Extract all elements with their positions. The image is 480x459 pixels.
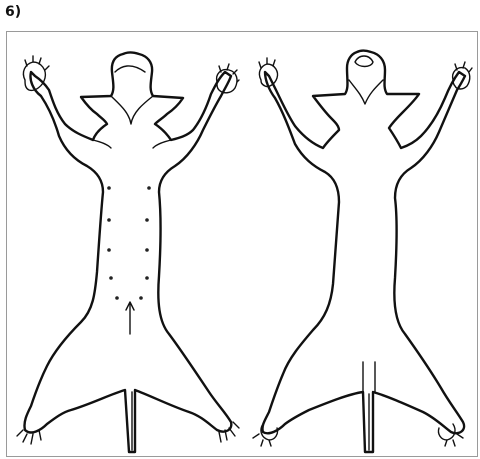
- nipple-mark: [107, 248, 111, 252]
- ventral-head-fold: [115, 66, 145, 72]
- nipple-mark: [139, 296, 143, 300]
- panel-label: 6): [5, 4, 21, 20]
- dorsal-right-forepaw-toes: [455, 62, 472, 72]
- nipple-mark: [109, 276, 113, 280]
- ventral-neck-fold: [111, 96, 153, 124]
- ventral-shoulder-fold-left: [93, 140, 111, 148]
- dorsal-left-hindpaw: [253, 424, 278, 446]
- nipple-mark: [145, 276, 149, 280]
- dorsal-left-forepaw-toes: [259, 58, 275, 68]
- ventral-pelt-drawing: [11, 32, 239, 456]
- ventral-shoulder-fold-right: [153, 140, 171, 148]
- dorsal-pelt-drawing: [245, 32, 473, 456]
- dorsal-tail-tip: [363, 362, 375, 392]
- ventral-body-outline: [24, 53, 231, 453]
- dorsal-head-fold: [349, 80, 383, 104]
- nipple-mark: [107, 186, 111, 190]
- nipple-mark: [107, 218, 111, 222]
- dorsal-right-hindpaw: [438, 424, 463, 446]
- dorsal-head-crest: [355, 56, 373, 67]
- nipple-mark: [145, 218, 149, 222]
- nipple-mark: [145, 248, 149, 252]
- figure-frame: [6, 31, 478, 457]
- dorsal-body-outline: [262, 51, 465, 453]
- nipple-mark: [147, 186, 151, 190]
- nipple-mark: [115, 296, 119, 300]
